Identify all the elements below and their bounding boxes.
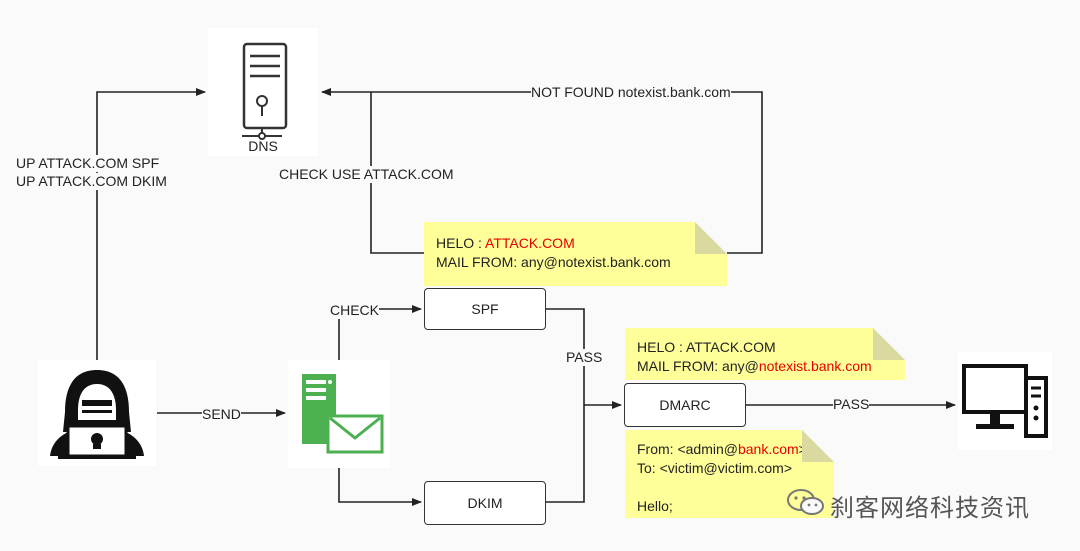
dkim-box: DKIM [424, 481, 546, 525]
note-fold [873, 328, 905, 360]
watermark-text: 刹客网络科技资讯 [830, 494, 1030, 522]
victim-computer [958, 352, 1052, 450]
send-label: SEND [202, 406, 241, 423]
helo-note-attacker: HELO : ATTACK.COM MAIL FROM: any@notexis… [424, 222, 727, 286]
check-label: CHECK [330, 302, 380, 319]
helo-note-dmarc: HELO : ATTACK.COM MAIL FROM: any@notexis… [625, 328, 905, 380]
email-header-note: From: <admin@bank.com> To: <victim@victi… [625, 430, 834, 518]
note-fold [695, 222, 727, 254]
check-use-label: CHECK USE ATTACK.COM [279, 166, 454, 183]
note3-from-line: From: <admin@bank.com> [637, 441, 807, 457]
note1-helo-domain: ATTACK.COM [485, 235, 575, 251]
spf-to-dmarc-line [545, 308, 585, 503]
hacker-icon [50, 370, 144, 459]
note2-mail-domain: notexist.bank.com [758, 358, 872, 374]
mail-server [288, 360, 390, 468]
note3-body: Hello; [637, 498, 673, 514]
note3-to: To: <victim@victim.com> [637, 460, 793, 476]
pass-label-dmarc: PASS [833, 396, 870, 413]
not-found-label: NOT FOUND notexist.bank.com [531, 84, 731, 101]
note1-mail-from: MAIL FROM: any@notexist.bank.com [436, 254, 671, 270]
spf-box: SPF [424, 288, 546, 330]
note2-helo: HELO : ATTACK.COM [637, 339, 776, 355]
note1-helo-line: HELO : ATTACK.COM [436, 235, 575, 251]
wechat-logo [786, 487, 826, 517]
note2-mail-from-line: MAIL FROM: any@notexist.bank.com [637, 358, 872, 374]
pass-label-spf-dkim: PASS [566, 349, 603, 366]
check-use-line [370, 92, 424, 254]
computer-icon [962, 364, 1048, 438]
dns-label: DNS [248, 138, 278, 154]
check-dkim-line [338, 468, 422, 506]
attacker-to-dns-line [96, 88, 206, 360]
dns-server-icon [242, 42, 288, 140]
note3-from-domain: bank.com [737, 441, 799, 457]
attacker [38, 360, 156, 466]
note-fold [802, 430, 834, 462]
dns-server: DNS [208, 28, 318, 156]
dmarc-box: DMARC [624, 383, 746, 427]
up-spf-label: UP ATTACK.COM SPF [16, 155, 160, 172]
up-dkim-label: UP ATTACK.COM DKIM [16, 173, 167, 190]
mail-server-icon [302, 374, 384, 454]
wechat-icon [787, 489, 824, 515]
